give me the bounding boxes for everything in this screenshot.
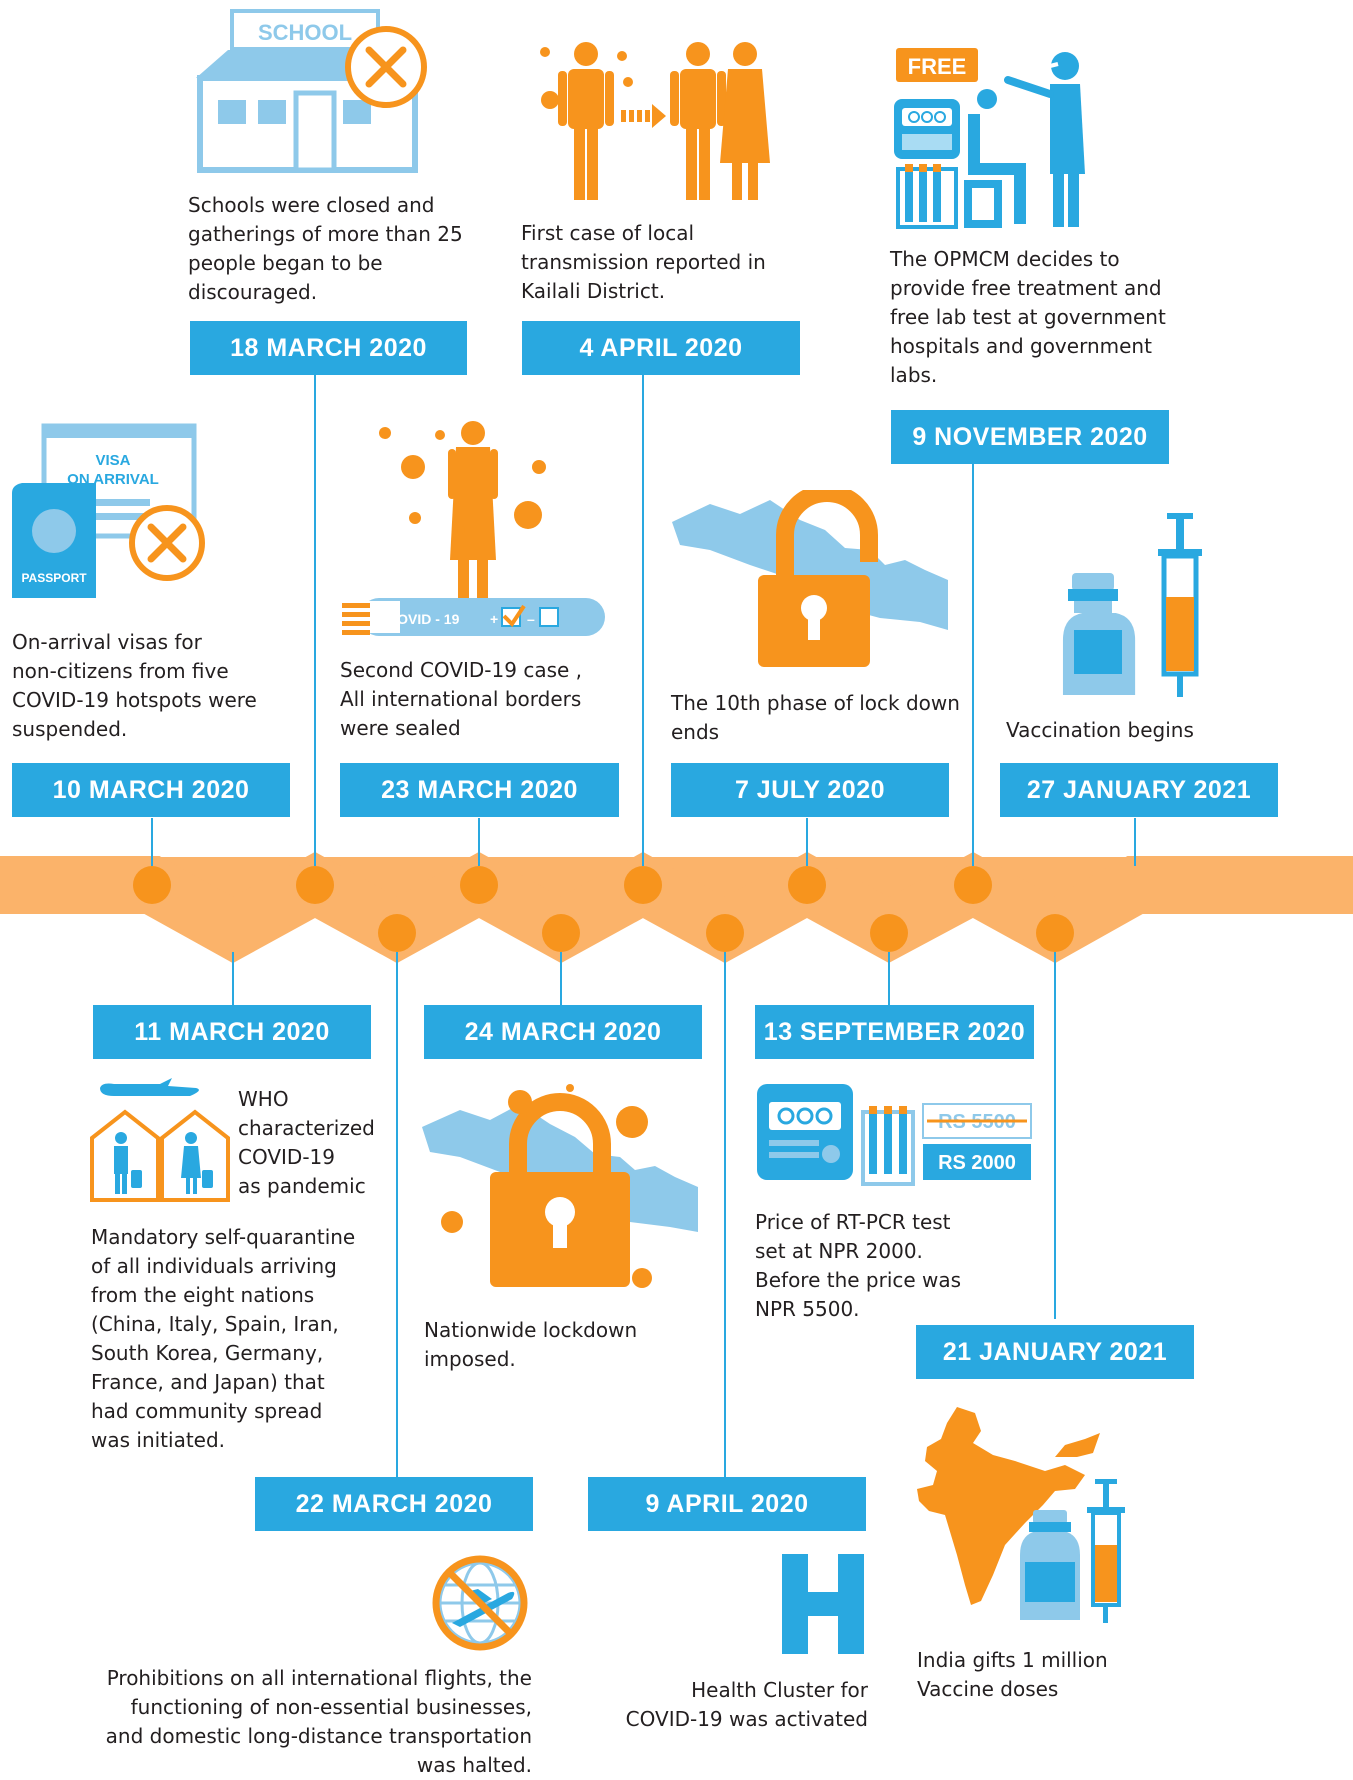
connector-line	[396, 952, 398, 1480]
connector-line	[642, 375, 644, 866]
svg-text:–: –	[527, 611, 535, 627]
date-label-7-july: 7 JULY 2020	[671, 763, 949, 817]
timeline-dot	[706, 914, 744, 952]
event-description-27-january: Vaccination begins	[1006, 718, 1194, 742]
connector-line	[314, 375, 316, 866]
school-closed-icon: SCHOOL	[188, 8, 428, 173]
event-description-23-march: Second COVID-19 case ,All international …	[340, 658, 583, 740]
svg-text:+: +	[490, 611, 498, 627]
connector-line	[151, 818, 153, 866]
timeline-dot	[296, 866, 334, 904]
india-vaccine-icon	[915, 1405, 1135, 1625]
connector-line	[888, 952, 890, 1007]
date-label-24-march: 24 MARCH 2020	[424, 1005, 702, 1059]
timeline-dot	[133, 866, 171, 904]
date-label-13-september: 13 SEPTEMBER 2020	[755, 1005, 1034, 1059]
local-transmission-icon	[520, 38, 770, 204]
vaccine-icon	[1060, 505, 1210, 700]
passport-text: PASSPORT	[21, 571, 87, 585]
covid-test-icon: COVID - 19 + –	[340, 420, 610, 640]
no-flights-icon	[430, 1553, 530, 1653]
date-label-11-march: 11 MARCH 2020	[93, 1005, 371, 1059]
timeline-dot	[378, 914, 416, 952]
date-label-27-january: 27 JANUARY 2021	[1000, 763, 1278, 817]
connector-line	[560, 952, 562, 1007]
date-label-18-march: 18 MARCH 2020	[190, 321, 467, 375]
timeline-dot	[788, 866, 826, 904]
timeline-dot	[542, 914, 580, 952]
free-badge-text: FREE	[908, 54, 967, 79]
unlocked-lock-icon	[670, 490, 950, 670]
timeline-dot	[870, 914, 908, 952]
pcr-machine-icon: RS 5500 RS 2000	[755, 1082, 1035, 1187]
timeline-dot	[624, 866, 662, 904]
covid-test-text: COVID - 19	[387, 611, 460, 627]
timeline-dot	[1036, 914, 1074, 952]
connector-line	[972, 464, 974, 866]
hospital-h-icon	[778, 1552, 868, 1656]
school-sign-text: SCHOOL	[258, 20, 352, 45]
visa-text: VISA	[95, 452, 130, 469]
new-price-text: RS 2000	[938, 1152, 1016, 1174]
date-label-21-january: 21 JANUARY 2021	[916, 1325, 1194, 1379]
timeline-dot	[954, 866, 992, 904]
lockdown-lock-icon	[420, 1082, 700, 1292]
free-test-icon: FREE	[890, 44, 1130, 229]
date-label-10-march: 10 MARCH 2020	[12, 763, 290, 817]
connector-line	[724, 952, 726, 1480]
connector-line	[232, 952, 234, 1007]
date-label-22-march: 22 MARCH 2020	[255, 1477, 533, 1531]
connector-line	[1134, 818, 1136, 866]
quarantine-houses-icon	[90, 1078, 230, 1203]
date-label-23-march: 23 MARCH 2020	[340, 763, 619, 817]
timeline-dot	[460, 866, 498, 904]
connector-line	[806, 818, 808, 866]
date-label-4-april: 4 APRIL 2020	[522, 321, 800, 375]
connector-line	[478, 818, 480, 866]
event-description-22-march: Prohibitions on all international flight…	[105, 1666, 532, 1777]
visa-on-arrival-icon: VISA ON ARRIVAL PASSPORT	[10, 423, 210, 598]
connector-line	[1054, 952, 1056, 1319]
date-label-9-april: 9 APRIL 2020	[588, 1477, 866, 1531]
date-label-9-november: 9 NOVEMBER 2020	[891, 410, 1169, 464]
